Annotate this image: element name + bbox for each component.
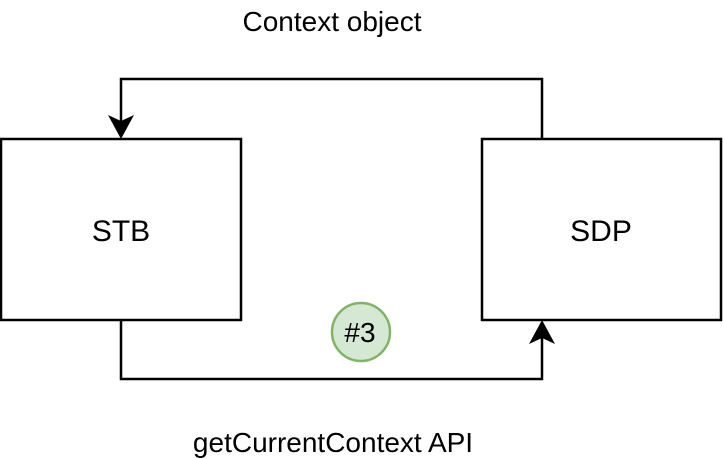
node-stb-label: STB — [92, 215, 150, 248]
step-badge-label: #3 — [344, 317, 375, 348]
edge-label-get-current-context-api: getCurrentContext API — [193, 427, 473, 458]
step-badge: #3 — [330, 301, 392, 363]
edge-line-bottom — [119, 320, 544, 381]
node-sdp[interactable]: SDP — [480, 137, 723, 322]
edge-label-context-object: Context object — [243, 6, 422, 37]
node-sdp-label: SDP — [570, 215, 632, 248]
edge-stb-to-sdp — [119, 320, 555, 381]
edge-sdp-to-stb — [108, 77, 544, 139]
node-sdp-box — [480, 137, 723, 322]
step-badge-circle — [330, 301, 392, 363]
arrowhead-up-icon — [529, 320, 555, 344]
node-stb[interactable]: STB — [0, 137, 243, 322]
node-stb-box — [0, 137, 243, 322]
edge-line-top — [119, 77, 544, 139]
arrowhead-down-icon — [108, 115, 134, 139]
